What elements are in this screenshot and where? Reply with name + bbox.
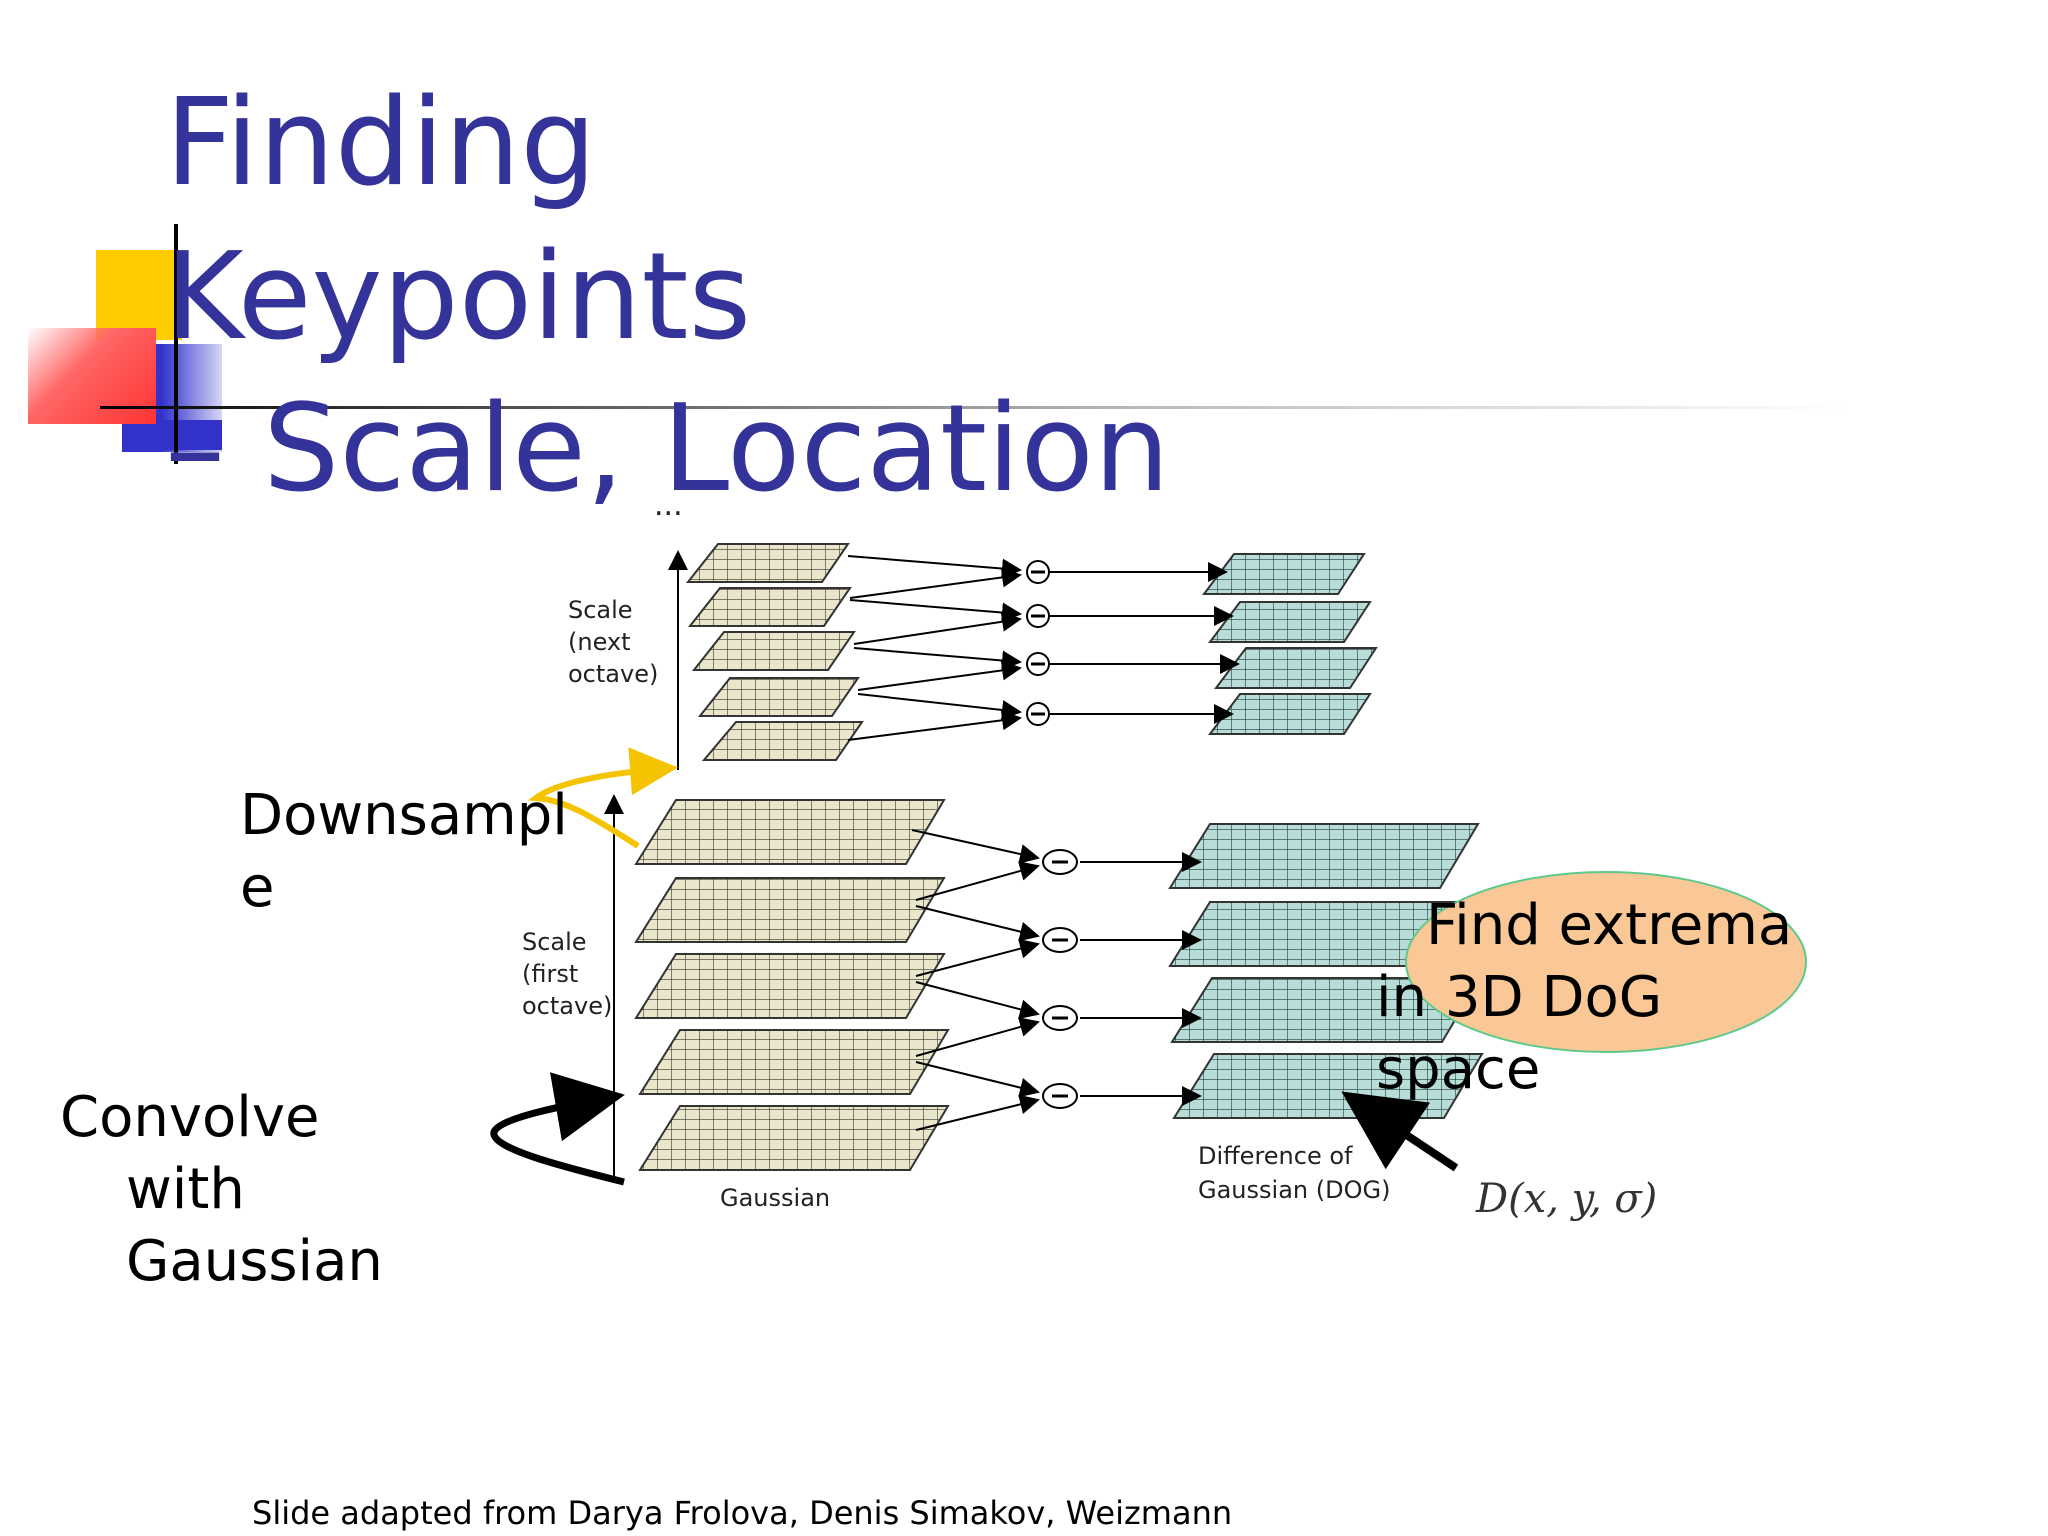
find-extrema-label-line-2: in 3D DoG (1376, 965, 1663, 1030)
scale-first-octave-label-3: octave) (522, 992, 613, 1020)
convolve-label-line-1: Convolve (60, 1085, 320, 1150)
dog-label-line-2: Gaussian (DOG) (1198, 1176, 1391, 1204)
dog-formula: D(x, y, σ) (1476, 1176, 1658, 1222)
convolve-arrow (490, 1072, 625, 1186)
convolve-label-line-2: with (126, 1157, 245, 1222)
dog-pointer-arrow (1341, 1091, 1459, 1172)
downsample-arrow (527, 747, 678, 849)
slide-title-line-2: Keypoints (165, 228, 752, 367)
find-extrema-label-line-3: space (1376, 1037, 1541, 1102)
downsample-label-line-2: e (240, 855, 275, 920)
dog-label-line-1: Difference of (1198, 1142, 1353, 1170)
gaussian-layers-first-octave (634, 799, 950, 1171)
slide-footer-credit: Slide adapted from Darya Frolova, Denis … (252, 1494, 1233, 1532)
scale-first-octave-label-1: Scale (522, 928, 587, 956)
deco-yellow-square (96, 250, 182, 340)
minus-circles-next-octave (1026, 560, 1050, 726)
scale-next-octave-label-1: Scale (568, 596, 633, 624)
slide-title-line-3: – Scale, Location (165, 380, 1170, 519)
minus-circles-first-octave (1042, 849, 1078, 1109)
convolve-label-line-3: Gaussian (126, 1229, 383, 1294)
deco-horizontal-rule (100, 406, 1850, 409)
gaussian-label: Gaussian (720, 1184, 831, 1212)
slide-title-line-1: Finding (165, 74, 597, 213)
diagram-ellipsis: ... (654, 488, 683, 523)
next-octave-arrows (847, 555, 1240, 741)
find-extrema-label-line-1: Find extrema (1426, 893, 1793, 958)
find-extrema-ellipse (1405, 871, 1807, 1053)
dog-layers-next-octave (1202, 553, 1378, 735)
gaussian-layers-next-octave (685, 543, 864, 761)
deco-blue-square-lower (122, 420, 222, 450)
first-octave-arrows (911, 829, 1202, 1131)
scale-first-octave-label-2: (first (522, 960, 579, 988)
scale-next-octave-label-2: (next (568, 628, 631, 656)
scale-next-octave-label-3: octave) (568, 660, 659, 688)
downsample-label-line-1: Downsampl (240, 783, 568, 848)
deco-vertical-rule (174, 224, 178, 464)
